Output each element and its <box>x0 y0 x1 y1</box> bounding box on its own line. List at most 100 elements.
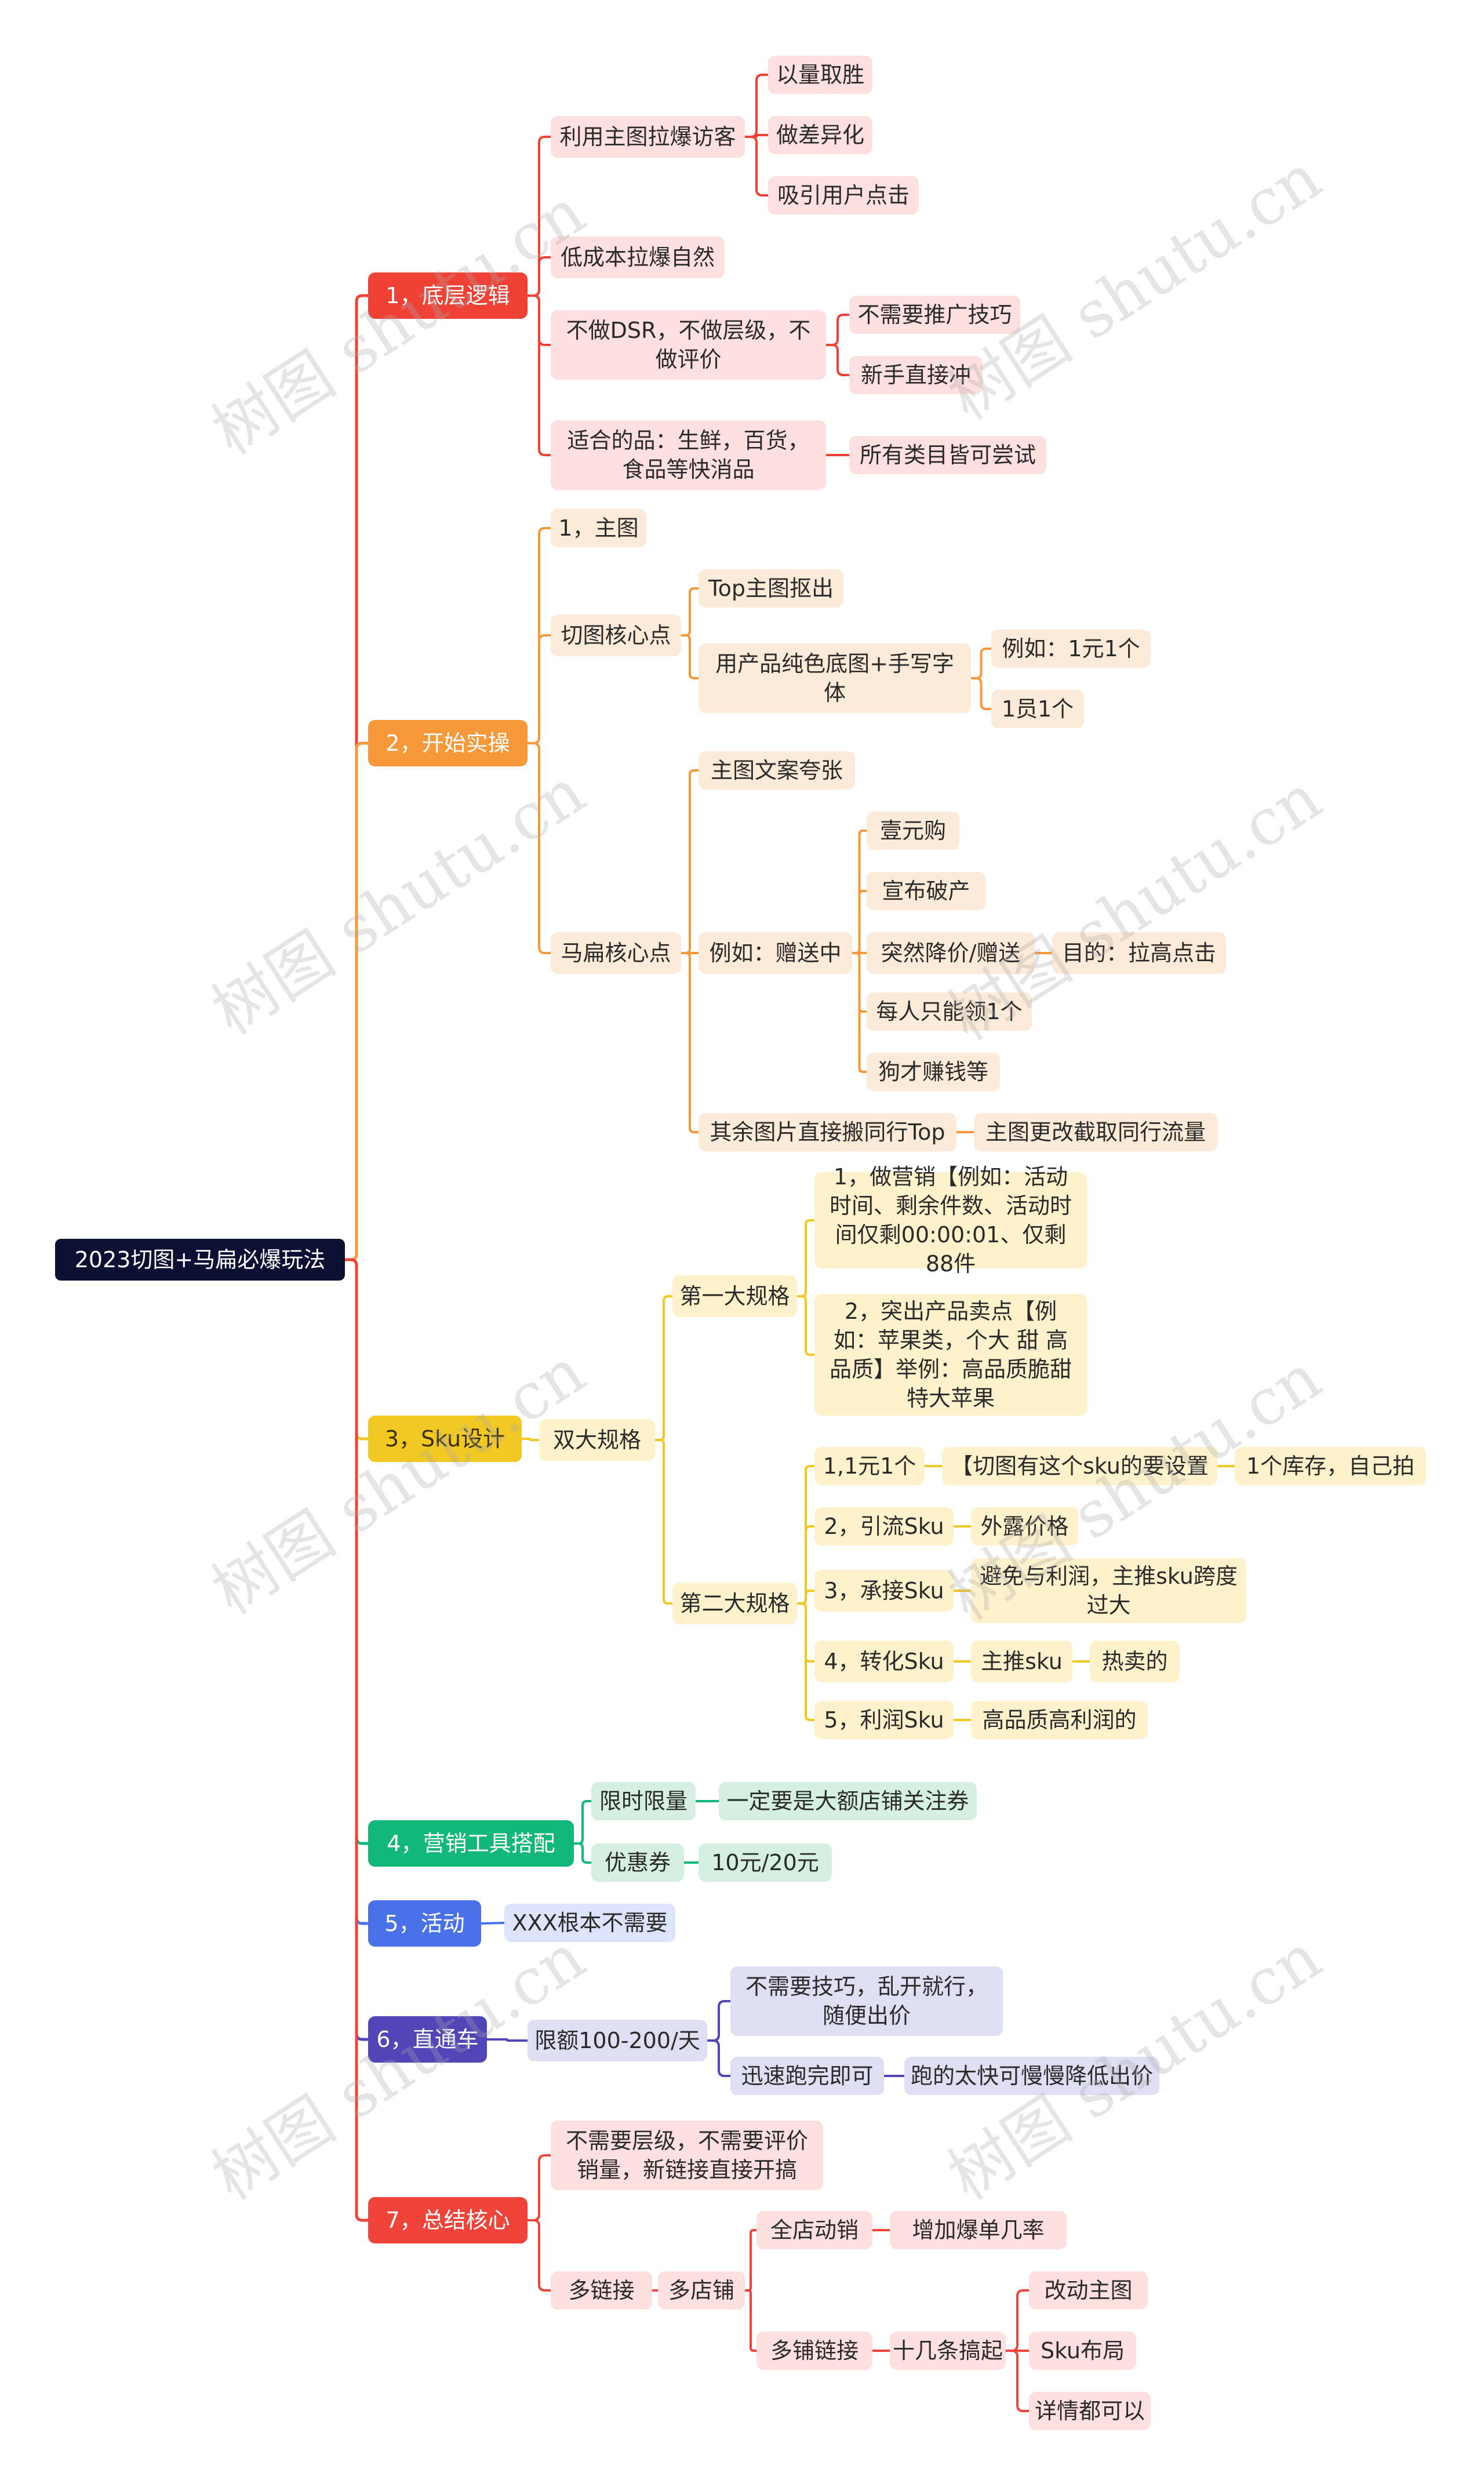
branch-7-summary[interactable]: 7，总结核心 <box>368 2197 528 2243</box>
topic-1-stock[interactable]: 1个库存，自己拍 <box>1235 1447 1426 1485</box>
topic-cut-image-core[interactable]: 切图核心点 <box>551 614 681 656</box>
topic-all-categories[interactable]: 所有类目皆可尝试 <box>849 436 1046 474</box>
topic-large-coupon[interactable]: 一定要是大额店铺关注券 <box>719 1782 977 1820</box>
root-topic[interactable]: 2023切图+马扁必爆玩法 <box>55 1239 345 1281</box>
topic-profit-sku[interactable]: 5，利润Sku <box>814 1701 954 1739</box>
topic-purpose-clicks[interactable]: 目的：拉高点击 <box>1052 932 1226 974</box>
topic-attract-clicks[interactable]: 吸引用户点击 <box>768 176 919 214</box>
topic-bridge-sku[interactable]: 3，承接Sku <box>814 1570 954 1612</box>
branch-3-sku-design[interactable]: 3，Sku设计 <box>368 1416 522 1462</box>
topic-multi-link[interactable]: 多链接 <box>551 2271 652 2310</box>
branch-6-through-train[interactable]: 6，直通车 <box>368 2016 487 2063</box>
topic-exposed-price[interactable]: 外露价格 <box>971 1507 1078 1545</box>
branch-2-start-practice[interactable]: 2，开始实操 <box>368 720 528 766</box>
topic-copy-competitor-images[interactable]: 其余图片直接搬同行Top <box>699 1113 956 1151</box>
topic-win-by-volume[interactable]: 以量取胜 <box>768 56 872 94</box>
topic-sudden-price-drop[interactable]: 突然降价/赠送 <box>867 932 1035 974</box>
branch-5-activity[interactable]: 5，活动 <box>368 1900 481 1947</box>
connector-b2n2b-b2n2b1 <box>971 648 991 679</box>
connector-b4-b4n2 <box>574 1842 591 1864</box>
topic-multi-store-links[interactable]: 多铺链接 <box>756 2332 872 2370</box>
connector-b7n2a-b7n2a2 <box>745 2289 756 2352</box>
connector-b3n1a-b3n1a1 <box>797 1219 814 1297</box>
topic-limited-time[interactable]: 限时限量 <box>591 1782 696 1820</box>
connector-b7n2a2a-b7n2a2a1 <box>1006 2289 1029 2352</box>
topic-lower-bid[interactable]: 跑的太快可慢慢降低出价 <box>904 2057 1159 2095</box>
topic-suitable-products[interactable]: 适合的品：生鲜，百货，食品等快消品 <box>551 420 826 490</box>
topic-capture-traffic[interactable]: 主图更改截取同行流量 <box>974 1113 1217 1151</box>
topic-coupon-value[interactable]: 10元/20元 <box>699 1843 832 1882</box>
topic-marketing-spec[interactable]: 1，做营销【例如：活动时间、剩余件数、活动时间仅剩00:00:01、仅剩88件 <box>814 1164 1087 1277</box>
connector-root-b2 <box>345 741 368 1261</box>
topic-main-image-traffic[interactable]: 利用主图拉爆访客 <box>551 116 745 158</box>
connector-b2-b2n2 <box>528 634 551 744</box>
topic-exaggerated-copy[interactable]: 主图文案夸张 <box>699 751 855 790</box>
connector-b2n3-b2n3c <box>681 952 699 1133</box>
topic-conversion-sku[interactable]: 4，转化Sku <box>814 1641 954 1682</box>
topic-store-wide-sales[interactable]: 全店动销 <box>756 2211 872 2249</box>
topic-solid-background[interactable]: 用产品纯色底图+手写字体 <box>699 643 971 713</box>
topic-hot-selling[interactable]: 热卖的 <box>1090 1641 1180 1682</box>
connector-b2-b2n3 <box>528 742 551 954</box>
topic-sku-layout[interactable]: Sku布局 <box>1029 2332 1136 2370</box>
topic-boost-orders[interactable]: 增加爆单几率 <box>890 2211 1067 2249</box>
connector-b6n1-b6n1a <box>707 2000 730 2042</box>
connector-b1n1-b1n1c <box>745 136 768 197</box>
topic-dual-spec[interactable]: 双大规格 <box>539 1419 655 1461</box>
topic-1yuan-1pc[interactable]: 1,1元1个 <box>814 1447 925 1485</box>
topic-first-spec[interactable]: 第一大规格 <box>672 1275 797 1317</box>
connector-b2n2-b2n2b <box>681 634 699 679</box>
branch-1-bottom-logic[interactable]: 1，底层逻辑 <box>368 272 528 319</box>
topic-avoid-gap[interactable]: 避免与利润，主推sku跨度过大 <box>971 1558 1246 1623</box>
connector-b1-b1n2 <box>528 256 551 297</box>
topic-new-link-start[interactable]: 不需要层级，不需要评价销量，新链接直接开搞 <box>551 2121 823 2190</box>
topic-selling-point-spec[interactable]: 2，突出产品卖点【例如：苹果类，个大 甜 高品质】举例：高品质脆甜特大苹果 <box>814 1294 1087 1416</box>
topic-main-sku[interactable]: 主推sku <box>971 1641 1072 1682</box>
connector-b3n1-b3n1a <box>655 1295 672 1441</box>
connector-b3n1a-b3n1a2 <box>797 1295 814 1356</box>
connector-b3n1b-b3n1b3 <box>797 1590 814 1605</box>
topic-example-giveaway[interactable]: 例如：赠送中 <box>699 932 852 974</box>
connector-b6n1-b6n1b <box>707 2039 730 2077</box>
connector-b3n1b-b3n1b5 <box>797 1602 814 1721</box>
connector-b6-b6n1 <box>487 2038 528 2042</box>
topic-second-spec[interactable]: 第二大规格 <box>672 1583 797 1624</box>
topic-mabian-core[interactable]: 马扁核心点 <box>551 932 681 974</box>
topic-not-needed[interactable]: XXX根本不需要 <box>504 1904 675 1942</box>
topic-top-image-cutout[interactable]: Top主图抠出 <box>699 569 843 608</box>
branch-4-marketing-tools[interactable]: 4，营销工具搭配 <box>368 1820 574 1867</box>
topic-multi-store[interactable]: 多店铺 <box>658 2271 745 2310</box>
connector-b4-b4n1 <box>574 1800 591 1845</box>
topic-1-member[interactable]: 1员1个 <box>991 690 1084 728</box>
connector-b2n3b-b2n3b2 <box>852 890 867 954</box>
topic-no-skill-needed[interactable]: 不需要技巧，乱开就行，随便出价 <box>730 1966 1003 2036</box>
topic-high-profit[interactable]: 高品质高利润的 <box>971 1701 1148 1739</box>
topic-coupon[interactable]: 优惠券 <box>591 1843 684 1882</box>
connector-root-b7 <box>345 1258 368 2222</box>
topic-details-ok[interactable]: 详情都可以 <box>1029 2392 1151 2430</box>
topic-daily-limit[interactable]: 限额100-200/天 <box>528 2020 707 2061</box>
connector-b1n3-b1n3a <box>826 314 849 346</box>
topic-dozen-links[interactable]: 十几条搞起 <box>890 2332 1006 2370</box>
topic-run-fast[interactable]: 迅速跑完即可 <box>730 2057 884 2095</box>
connector-b1n1-b1n1b <box>745 134 768 138</box>
topic-one-yuan-buy[interactable]: 壹元购 <box>867 812 959 850</box>
connector-b7-b7n1 <box>528 2154 551 2221</box>
topic-traffic-sku[interactable]: 2，引流Sku <box>814 1507 954 1545</box>
connector-b1n3-b1n3b <box>826 344 849 376</box>
topic-bankruptcy[interactable]: 宣布破产 <box>867 872 985 910</box>
topic-main-image[interactable]: 1，主图 <box>551 509 646 547</box>
connector-b2n2-b2n2a <box>681 587 699 637</box>
topic-example-1yuan[interactable]: 例如：1元1个 <box>991 630 1151 668</box>
topic-beginner-go[interactable]: 新手直接冲 <box>849 356 983 394</box>
topic-no-dsr[interactable]: 不做DSR，不做层级，不做评价 <box>551 310 826 380</box>
topic-cut-image-sku[interactable]: 【切图有这个sku的要设置 <box>942 1447 1217 1485</box>
topic-dog-earns[interactable]: 狗才赚钱等 <box>867 1053 1000 1091</box>
topic-differentiation[interactable]: 做差异化 <box>768 116 872 154</box>
topic-change-main-image[interactable]: 改动主图 <box>1029 2271 1148 2310</box>
topic-one-per-person[interactable]: 每人只能领1个 <box>867 992 1032 1031</box>
topic-no-promo-skills[interactable]: 不需要推广技巧 <box>849 296 1020 334</box>
connector-b3-b3n1 <box>522 1438 539 1441</box>
topic-low-cost-natural[interactable]: 低成本拉爆自然 <box>551 237 725 278</box>
